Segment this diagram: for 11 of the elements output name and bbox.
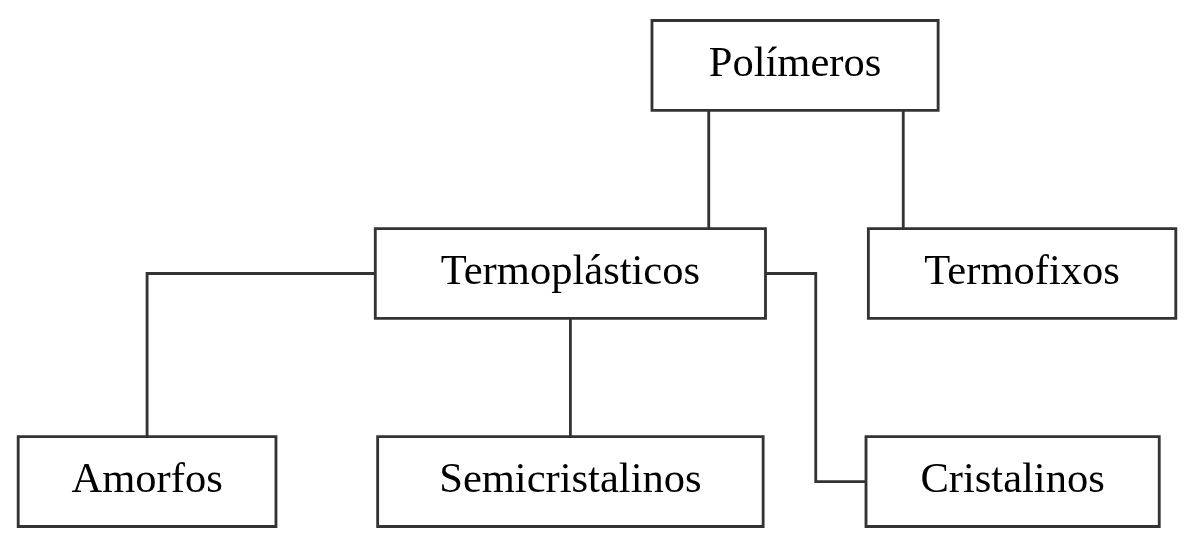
node-box: Cristalinos [864,434,1161,528]
connector [569,318,572,437]
node-box: Polímeros [650,18,940,112]
node-box: Amorfos [16,434,278,528]
node-box: Semicristalinos [376,434,765,528]
connector [765,271,866,483]
connector [901,110,905,228]
node-box: Termofixos [866,226,1178,320]
connector [707,110,711,228]
node-box: Termoplásticos [373,226,767,320]
connector [145,271,375,436]
